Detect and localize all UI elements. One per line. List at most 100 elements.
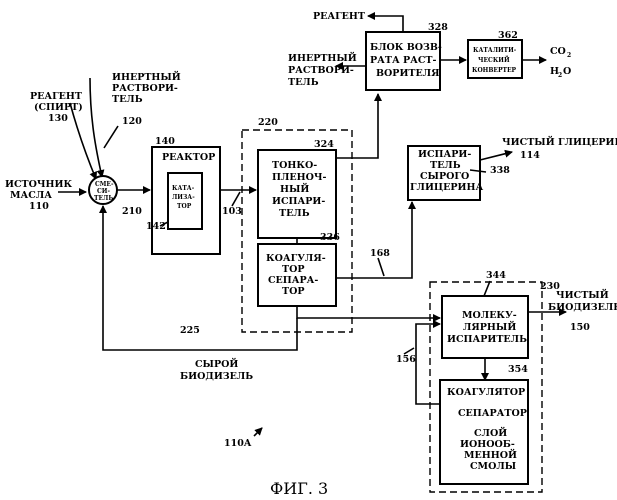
mixer: СМЕ- СИ- ТЕЛЬ 210 (89, 176, 150, 217)
inert-leader (104, 126, 118, 148)
stream-225: 225 (180, 325, 200, 336)
recovery-text-2: РАТА РАСТ- (370, 55, 437, 66)
crude-biodiesel-label-2: БИОДИЗЕЛЬ (180, 371, 253, 382)
coag2-number: 354 (508, 364, 528, 375)
h2o-o-label: O (563, 66, 571, 77)
co2-subscript: 2 (567, 52, 571, 59)
thin-film-text-5: ТЕЛЬ (279, 208, 310, 219)
molecular-leader (484, 281, 490, 296)
recovery-text-3: ВОРИТЕЛЯ (376, 68, 440, 79)
inert-number: 120 (122, 116, 142, 127)
oil-number: 110 (29, 201, 49, 212)
resin-text-3: МЕННОЙ (464, 448, 517, 461)
stream-156: 156 (396, 354, 416, 365)
converter-text-2: ЧЕСКИЙ (478, 56, 510, 64)
thin-film-number: 324 (314, 139, 334, 150)
figure-reference-arrow (254, 428, 262, 436)
oil-source: ИСТОЧНИК МАСЛА 110 (5, 179, 86, 212)
crude-biodiesel-label-1: СЫРОЙ (195, 357, 238, 370)
glycerin-evap-text-3: СЫРОГО (420, 171, 469, 182)
catalytic-converter: 362 КАТАЛИТИ- ЧЕСКИЙ КОНВЕРТЕР CO 2 H 2 … (468, 30, 571, 79)
reagent-out-stream (368, 16, 403, 32)
thin-film-text-2: ПЛЕНОЧ- (272, 172, 327, 183)
pure-glycerin-number: 114 (520, 150, 540, 161)
catalyst-text-2: ЛИЗА- (172, 194, 195, 201)
thin-film-text-3: НЫЙ (280, 182, 309, 195)
coag1-text-2: ТОР (282, 264, 305, 275)
stream-103: 103 (222, 206, 242, 217)
molecular-text-1: МОЛЕКУ- (462, 310, 517, 321)
pure-biodiesel-number: 150 (570, 322, 590, 333)
pure-biodiesel-label-2: БИОДИЗЕЛЬ (548, 302, 617, 313)
reagent-label: РЕАГЕНТ (30, 91, 82, 102)
stream-103-leader (232, 192, 240, 206)
coag1-text-3: СЕПАРА- (268, 275, 318, 286)
catalyst-number: 142 (146, 221, 166, 232)
coag1-to-molecular-evaporator (297, 306, 440, 318)
thin-film-text-4: ИСПАРИ- (272, 196, 325, 207)
figure-title: ФИГ. 3 (270, 479, 328, 498)
mixer-number: 210 (122, 206, 142, 217)
glycerin-evap-text-2: ТЕЛЬ (430, 160, 461, 171)
inert-out-text-3: ТЕЛЬ (288, 77, 319, 88)
co2-label: CO (550, 46, 566, 57)
coag1-to-glycerin-evaporator (336, 202, 412, 278)
reactor-title: РЕАКТОР (162, 152, 215, 163)
pure-glycerin-stream (480, 152, 512, 160)
reagent-out-label: РЕАГЕНТ (313, 11, 365, 22)
glycerin-evap-text-4: ГЛИЦЕРИНА (410, 182, 483, 193)
glycerin-evap-text-1: ИСПАРИ- (418, 149, 471, 160)
catalyst-box (168, 173, 202, 229)
converter-text-3: КОНВЕРТЕР (472, 67, 517, 74)
resin-text-4: СМОЛЫ (470, 461, 516, 472)
oil-label-2: МАСЛА (10, 190, 52, 201)
molecular-text-3: ИСПАРИТЕЛЬ (447, 334, 527, 345)
stream-168: 168 (370, 248, 390, 259)
mixer-text-3: ТЕЛЬ (94, 195, 113, 202)
coag2-title: КОАГУЛЯТОР (447, 387, 525, 398)
glycerin-evaporator: 338 ИСПАРИ- ТЕЛЬ СЫРОГО ГЛИЦЕРИНА ЧИСТЫЙ… (408, 135, 617, 200)
resin-text-1: СЛОЙ (474, 426, 507, 439)
h2o-subscript: 2 (558, 72, 562, 79)
mixer-text-2: СИ- (97, 188, 110, 195)
reagent-source: РЕАГЕНТ (СПИРТ) 130 (30, 91, 96, 179)
stream-168-leader (378, 258, 384, 276)
catalyst-text-3: ТОР (177, 203, 192, 210)
coag1-text-4: ТОР (282, 286, 305, 297)
converter-text-1: КАТАЛИТИ- (473, 47, 517, 54)
figure-reference: 110A (224, 438, 252, 449)
inert-label-1: ИНЕРТНЫЙ (112, 70, 181, 83)
mixer-text-1: СМЕ- (95, 181, 114, 188)
catalyst-text-1: КАТА- (172, 185, 195, 192)
glycerin-evap-number: 338 (490, 165, 510, 176)
recovery-text-1: БЛОК ВОЗВ- (370, 42, 442, 53)
pure-biodiesel-label-1: ЧИСТЫЙ (556, 288, 609, 301)
converter-number: 362 (498, 30, 518, 41)
pure-glycerin-label: ЧИСТЫЙ ГЛИЦЕРИН (502, 135, 617, 148)
evaporator-to-recovery (336, 94, 378, 158)
polishing-unit: 230 344 МОЛЕКУ- ЛЯРНЫЙ ИСПАРИТЕЛЬ ЧИСТЫЙ… (430, 270, 617, 492)
thin-film-text-1: ТОНКО- (272, 160, 317, 171)
resin-text-2: ИОНООБ- (460, 439, 515, 450)
recovery-number: 328 (428, 22, 448, 33)
coag1-number: 336 (320, 232, 340, 243)
reactor: 140 РЕАКТОР КАТА- ЛИЗА- ТОР 142 103 (146, 136, 256, 254)
molecular-text-2: ЛЯРНЫЙ (463, 320, 516, 333)
inert-stream (90, 78, 102, 177)
reactor-number: 140 (155, 136, 175, 147)
coag1-text-1: КОАГУЛЯ- (266, 253, 326, 264)
molecular-number: 344 (486, 270, 506, 281)
solvent-recovery: 328 БЛОК ВОЗВ- РАТА РАСТ- ВОРИТЕЛЯ РЕАГЕ… (288, 11, 466, 90)
inert-label-2: РАСТВОРИ- (112, 83, 178, 94)
recycle-stream-156 (416, 324, 440, 404)
oil-label-1: ИСТОЧНИК (5, 179, 73, 190)
inert-out-text-1: ИНЕРТНЫЙ (288, 51, 357, 64)
coag2-subtitle: СЕПАРАТОР (458, 408, 527, 419)
separation-unit: 220 324 ТОНКО- ПЛЕНОЧ- НЫЙ ИСПАРИ- ТЕЛЬ … (242, 117, 352, 332)
reagent-number: 130 (48, 113, 68, 124)
inert-label-3: ТЕЛЬ (112, 94, 143, 105)
separation-number: 220 (258, 117, 278, 128)
inert-out-text-2: РАСТВОРИ- (288, 65, 354, 76)
reagent-label-2: (СПИРТ) (34, 102, 83, 113)
